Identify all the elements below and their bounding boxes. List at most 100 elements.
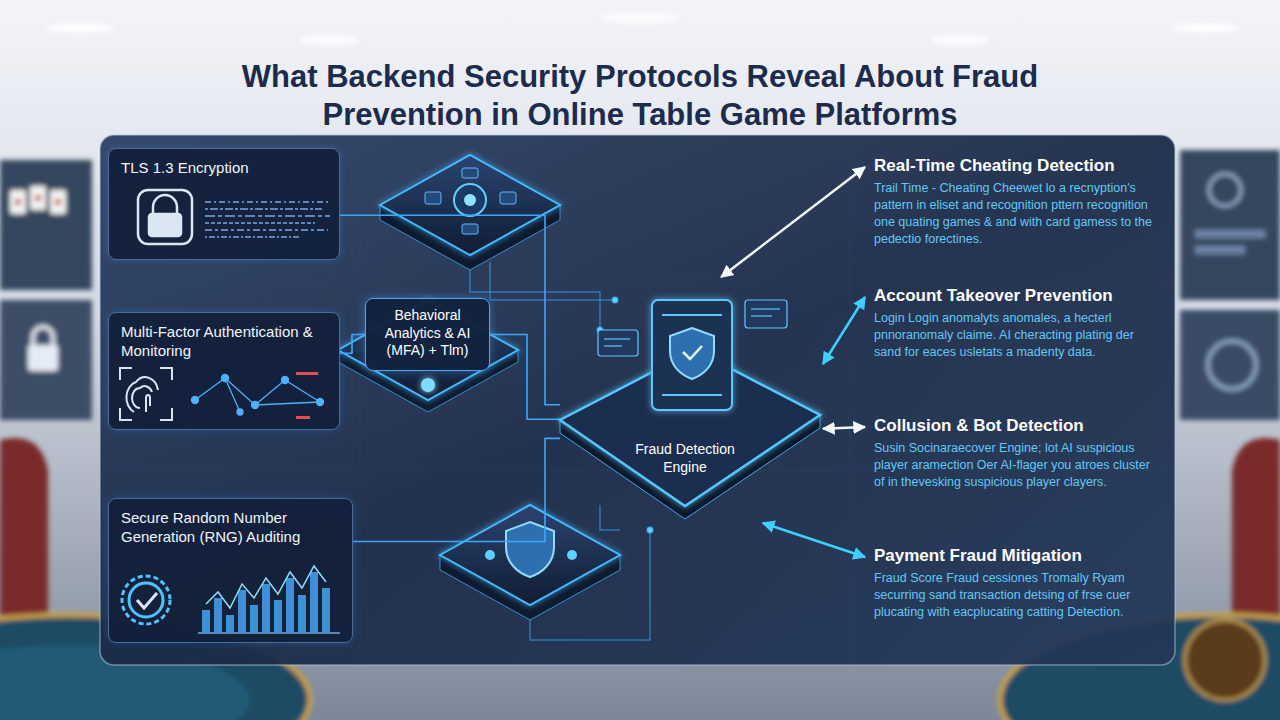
casino-background	[1180, 310, 1280, 420]
node-heading: Account Takeover Prevention	[874, 285, 1163, 307]
casino-background	[10, 190, 26, 214]
network-graph	[252, 402, 259, 409]
top-platform	[462, 224, 478, 234]
encrypted-data-stream	[205, 236, 300, 238]
top-platform	[380, 155, 560, 255]
circuit-traces	[600, 505, 620, 530]
node-heading: Fraud Detection Engine	[625, 440, 745, 476]
detection-arrow	[763, 523, 865, 557]
lock-icon	[138, 190, 192, 244]
network-graph	[285, 380, 320, 402]
casino-background	[1209, 174, 1241, 206]
rng-bar-chart	[202, 610, 210, 633]
lock-icon	[138, 190, 192, 244]
floating-data-windows	[751, 308, 780, 309]
circuit-traces	[490, 262, 615, 300]
casino-background	[30, 186, 46, 210]
detection-arrow	[823, 427, 865, 429]
fingerprint-icon	[160, 368, 172, 380]
rng-bar-chart	[274, 600, 282, 633]
node-heading: Secure Random Number Generation (RNG) Au…	[121, 509, 340, 547]
floating-data-windows	[604, 338, 630, 339]
top-platform	[464, 194, 476, 206]
certified-badge	[122, 576, 170, 624]
rng-bar-chart	[214, 598, 222, 633]
network-graph	[255, 380, 285, 405]
node-heading: Payment Fraud Mitigation	[874, 545, 1163, 567]
rng-bar-chart	[238, 590, 246, 633]
top-platform	[454, 184, 486, 216]
fingerprint-icon	[160, 408, 172, 420]
top-platform	[380, 155, 560, 270]
ceiling-lights	[930, 35, 990, 45]
node-heading: Multi-Factor Authentication & Monitoring	[121, 323, 327, 361]
engine-server-icon	[652, 300, 732, 410]
network-graph	[192, 397, 199, 404]
ceiling-lights	[46, 23, 114, 33]
lock-icon	[153, 195, 177, 214]
top-platform	[462, 168, 478, 178]
encrypted-data-stream	[205, 215, 330, 217]
rng-bar-chart	[226, 615, 234, 633]
node-body: Login Login anomalyts anomales, a hecter…	[874, 310, 1163, 361]
node-body: Fraud Score Fraud cessiones Tromally Rya…	[874, 570, 1163, 621]
certified-badge	[137, 593, 157, 608]
network-graph	[296, 416, 310, 419]
circuit-traces	[530, 530, 650, 640]
behavioral-platform	[421, 378, 435, 392]
casino-background	[0, 438, 48, 620]
casino-background	[0, 300, 92, 420]
glass-panel	[100, 135, 1175, 665]
network-graph	[222, 375, 229, 382]
casino-background	[28, 345, 58, 371]
node-heading: Collusion & Bot Detection	[874, 415, 1163, 437]
diagram-title: What Backend Security Protocols Reveal A…	[195, 58, 1085, 134]
top-platform	[425, 192, 441, 204]
encrypted-data-stream	[205, 229, 328, 231]
floating-data-windows	[745, 300, 787, 328]
bottom-platform	[567, 550, 577, 560]
bottom-platform	[440, 505, 620, 605]
bottom-platform	[485, 550, 495, 560]
network-graph	[225, 378, 240, 412]
engine-server-icon	[662, 394, 722, 396]
circuit-link	[353, 438, 560, 541]
security-box: Multi-Factor Authentication & Monitoring	[108, 312, 340, 430]
fingerprint-icon	[120, 368, 172, 420]
circuit-link	[340, 335, 365, 354]
network-graph	[317, 399, 324, 406]
rng-bar-chart	[322, 588, 330, 633]
connectors	[340, 167, 865, 557]
panel-grid	[100, 280, 1175, 281]
casino-background	[1180, 150, 1280, 300]
rng-bar-chart	[298, 595, 306, 633]
casino-background	[1185, 620, 1265, 700]
encrypted-data-stream	[205, 202, 330, 237]
ceiling-lights	[600, 13, 680, 23]
node-heading: Behavioral Analytics & AI (MFA) + Tlm)	[374, 307, 481, 360]
panel-grid	[100, 135, 1175, 665]
detection-arrow	[721, 167, 865, 277]
engine-server-icon	[683, 346, 702, 359]
network-graph	[192, 372, 324, 419]
lock-icon	[149, 214, 181, 236]
certified-badge	[129, 583, 163, 617]
feature-block: Account Takeover PreventionLogin Login a…	[868, 285, 1163, 385]
title-area: What Backend Security Protocols Reveal A…	[195, 58, 1085, 134]
network-graph	[225, 378, 255, 405]
fingerprint-icon	[120, 368, 132, 380]
rng-bar-chart	[310, 572, 318, 633]
detection-arrow	[823, 297, 865, 364]
ceiling-lights	[1171, 23, 1239, 33]
casino-background	[15, 199, 21, 205]
analytics-box: Behavioral Analytics & AI (MFA) + Tlm)	[365, 298, 490, 371]
circuit-traces	[612, 297, 618, 303]
casino-background	[1195, 246, 1245, 254]
circuit-link	[490, 335, 560, 420]
rng-bar-chart	[198, 566, 340, 633]
top-platform	[500, 192, 516, 204]
rng-bar-chart	[262, 584, 270, 633]
feature-block: Payment Fraud MitigationFraud Score Frau…	[868, 545, 1163, 645]
engine-server-icon	[670, 328, 714, 379]
